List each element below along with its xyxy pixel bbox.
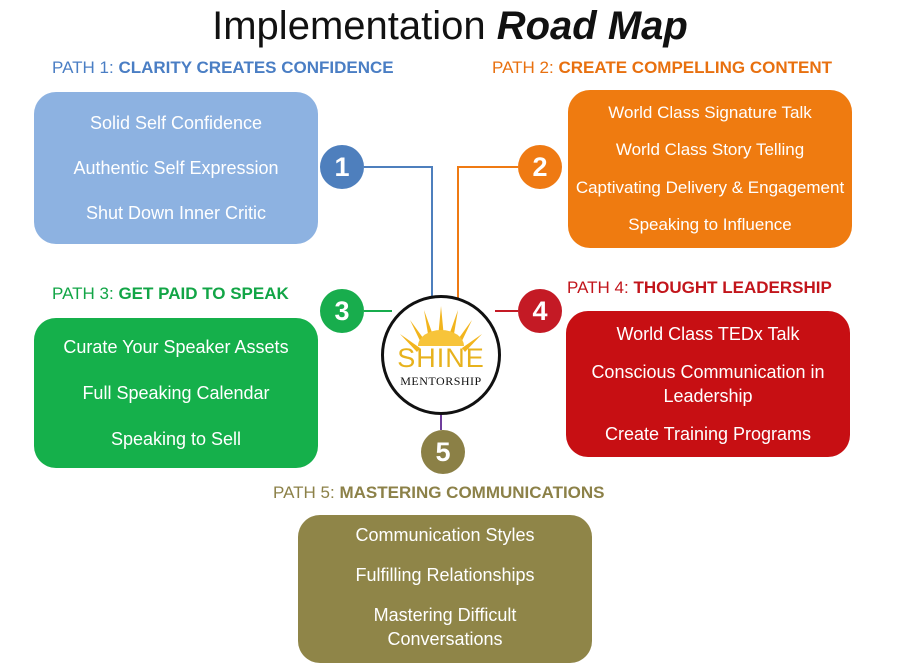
path-5-badge: 5 [421,430,465,474]
path-5-label: PATH 5: MASTERING COMMUNICATIONS [273,483,605,503]
path-1-item: Shut Down Inner Critic [85,203,267,224]
path-1-item: Solid Self Confidence [89,112,263,133]
path-2-item: World Class Story Telling [615,140,805,160]
path-5-item: Communication Styles [355,525,535,545]
path-3-item: Curate Your Speaker Assets [63,337,289,357]
path-2-badge: 2 [518,145,562,189]
path-3-item: Speaking to Sell [110,429,242,449]
path-1-item: Authentic Self Expression [73,157,279,178]
path-4-item: Conscious Communication in Leadership [591,362,825,406]
path-2-label: PATH 2: CREATE COMPELLING CONTENT [492,58,832,78]
path-4-box: World Class TEDx Talk Conscious Communic… [566,311,850,457]
connector-line-2 [457,166,518,300]
page-title: Implementation Road Map [0,2,900,50]
path-2-item: Speaking to Influence [628,215,792,235]
path-3-box: Curate Your Speaker Assets Full Speaking… [34,318,318,468]
path-2-box: World Class Signature Talk World Class S… [568,90,852,248]
path-1-name: CLARITY CREATES CONFIDENCE [118,58,394,77]
path-2-name: CREATE COMPELLING CONTENT [558,58,833,77]
path-3-item: Full Speaking Calendar [82,383,270,403]
path-4-prefix: PATH 4: [567,278,634,297]
logo-subtitle: MENTORSHIP [400,374,482,388]
title-emphasis: Road Map [496,4,688,48]
sun-rays-icon [400,306,482,352]
logo-word: SHINE [397,343,485,373]
path-5-item: Fulfilling Relationships [355,565,535,585]
path-4-item: Create Training Programs [604,424,812,444]
path-1-box: Solid Self Confidence Authentic Self Exp… [34,92,318,244]
path-3-name: GET PAID TO SPEAK [118,284,289,303]
shine-mentorship-logo: SHINE MENTORSHIP [381,295,501,415]
path-3-badge: 3 [320,289,364,333]
path-3-label: PATH 3: GET PAID TO SPEAK [52,284,289,304]
path-4-item: World Class TEDx Talk [616,324,800,344]
path-1-prefix: PATH 1: [52,58,119,77]
path-5-prefix: PATH 5: [273,483,340,502]
path-3-prefix: PATH 3: [52,284,119,303]
path-5-box: Communication Styles Fulfilling Relation… [298,515,592,663]
path-2-item: World Class Signature Talk [608,102,812,122]
path-4-label: PATH 4: THOUGHT LEADERSHIP [567,278,832,298]
path-4-name: THOUGHT LEADERSHIP [633,278,832,297]
connector-line-1 [364,166,433,300]
title-main: Implementation [212,4,486,48]
path-1-label: PATH 1: CLARITY CREATES CONFIDENCE [52,58,394,78]
path-4-badge: 4 [518,289,562,333]
path-5-item: Mastering Difficult Conversations [373,605,517,649]
path-5-name: MASTERING COMMUNICATIONS [339,483,605,502]
path-1-badge: 1 [320,145,364,189]
path-2-item: Captivating Delivery & Engagement [575,177,845,197]
path-2-prefix: PATH 2: [492,58,559,77]
